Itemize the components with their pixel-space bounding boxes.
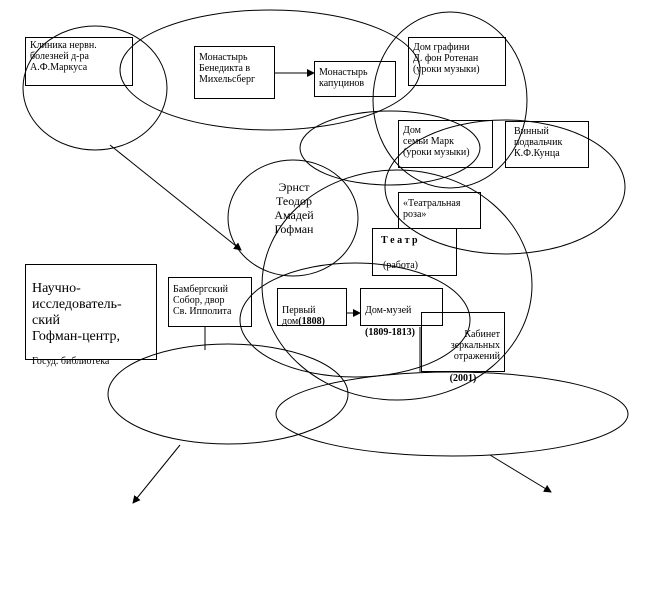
node-countess-house: Дом графини Д. фон Ротенан (уроки музыки… <box>408 37 506 86</box>
theatre-work: (работа) <box>383 260 418 271</box>
ellipse-hoffmann <box>227 159 359 277</box>
ellipse-bottom-left <box>107 343 349 445</box>
ellipse-mark-house <box>299 110 481 186</box>
node-mirror-cabinet: Кабинет зеркальных отражений (2001) <box>421 312 505 384</box>
node-center-hoffmann: Эрнст Теодор Амадей Гофман <box>274 180 314 236</box>
research-center-subtitle: Госуд. библиотека <box>32 356 110 367</box>
ellipse-countess <box>372 11 528 189</box>
research-center-title: Научно- исследователь- ский Гофман-центр… <box>32 281 122 344</box>
node-wine-cellar: Винный подвальчик К.Ф.Кунца <box>505 121 589 168</box>
node-cathedral: Бамбергский Собор, двор Св. Ипполита <box>168 277 252 327</box>
node-monastery-benedict: Монастырь Бенедикта в Михельсберг <box>194 46 275 99</box>
node-clinic: Клиника нервн. болезней д-ра А.Ф.Маркуса <box>25 37 133 86</box>
ellipse-clinic <box>22 25 168 151</box>
theatre-title: Т е а т р <box>381 235 418 246</box>
node-theatre: Т е а т р (работа) <box>372 228 457 276</box>
ellipse-bottom-right <box>275 371 629 457</box>
mirror-cabinet-year: (2001) <box>449 373 477 384</box>
node-monastery-capuchin: Монастырь капуцинов <box>314 61 396 97</box>
node-house-museum: Дом-музей (1809-1813) <box>360 288 443 338</box>
node-rose-theatre: «Театральная роза» <box>398 192 481 229</box>
museum-years: (1809-1813) <box>365 327 415 338</box>
ellipse-theatre-large <box>261 169 533 401</box>
first-house-label: Первый дом <box>282 305 316 327</box>
arrow-down-left <box>132 444 181 504</box>
first-house-year: (1808) <box>298 316 325 327</box>
ellipse-wine-cellar <box>384 119 626 255</box>
ellipse-top-large <box>119 9 421 131</box>
ellipse-museum-group <box>239 262 471 378</box>
museum-label: Дом-музей <box>365 305 412 316</box>
node-mark-house: Дом семьи Марк (уроки музыки) <box>398 120 493 168</box>
node-first-house: Первый дом(1808) <box>277 288 347 327</box>
mirror-cabinet-label: Кабинет зеркальных отражений <box>450 329 500 362</box>
arrow-down-right <box>489 454 552 493</box>
node-research-center: Научно- исследователь- ский Гофман-центр… <box>25 264 157 367</box>
arrow-clinic-to-hoffmann <box>109 144 242 251</box>
